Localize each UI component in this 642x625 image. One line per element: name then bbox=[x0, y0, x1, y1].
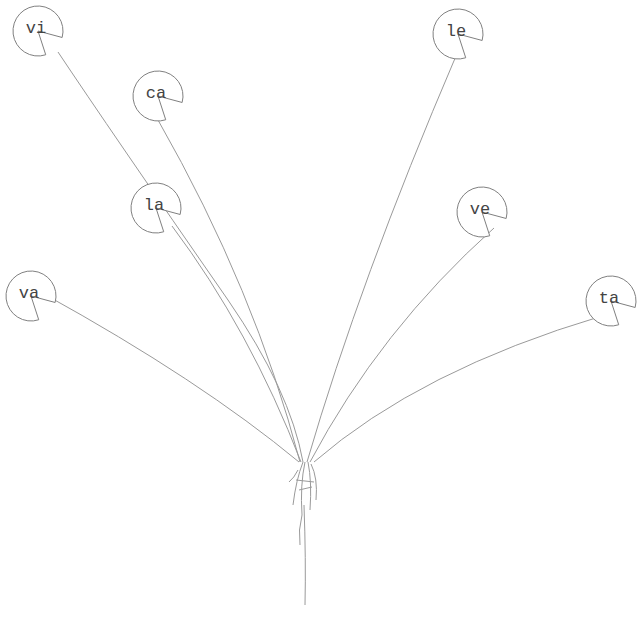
stems bbox=[44, 52, 602, 462]
syllable-label: vi bbox=[12, 5, 64, 57]
flower-head: ca bbox=[132, 70, 184, 122]
stem bbox=[44, 294, 299, 462]
root bbox=[299, 487, 312, 490]
flower-head: ve bbox=[456, 186, 508, 238]
flower-head: va bbox=[5, 270, 57, 322]
flower-head: ta bbox=[585, 275, 637, 327]
syllable-label: la bbox=[130, 182, 182, 234]
stem bbox=[172, 226, 301, 462]
flower-head: vi bbox=[12, 5, 64, 57]
root bbox=[296, 480, 314, 482]
stem bbox=[310, 228, 494, 462]
stem bbox=[158, 120, 300, 462]
stem bbox=[58, 52, 303, 462]
flower-head: le bbox=[432, 8, 484, 60]
syllable-label: va bbox=[5, 270, 57, 322]
syllable-label: le bbox=[432, 8, 484, 60]
stem bbox=[314, 316, 602, 462]
roots bbox=[289, 462, 316, 605]
syllable-label: ta bbox=[585, 275, 637, 327]
stem bbox=[307, 56, 456, 462]
syllable-label: ve bbox=[456, 186, 508, 238]
root bbox=[299, 515, 302, 545]
root bbox=[304, 505, 305, 605]
flower-head: la bbox=[130, 182, 182, 234]
root bbox=[308, 462, 311, 510]
syllable-label: ca bbox=[132, 70, 184, 122]
